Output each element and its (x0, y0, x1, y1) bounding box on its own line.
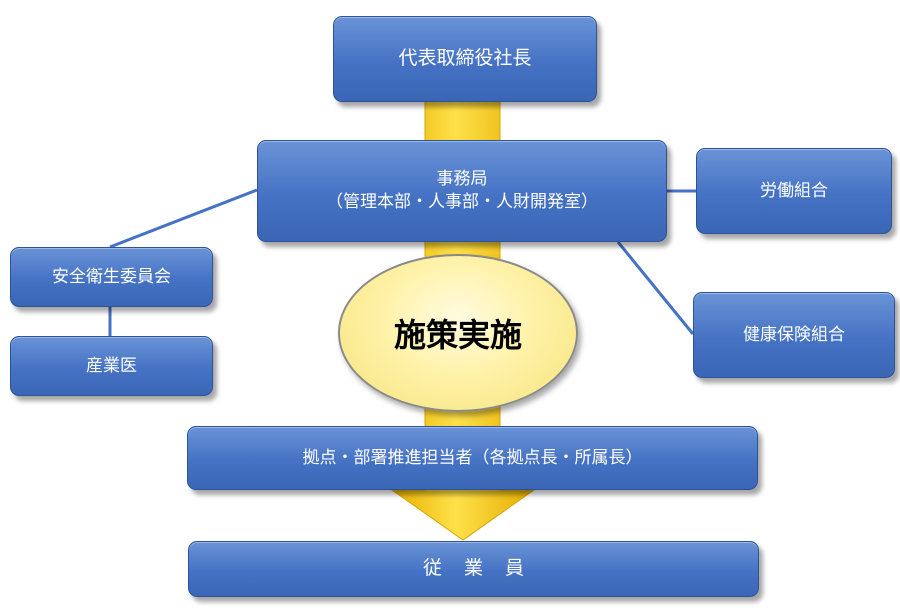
node-secretariat-label: 事務局 (436, 169, 488, 190)
node-health-insurance: 健康保険組合 (693, 292, 895, 378)
node-ceo: 代表取締役社長 (333, 16, 597, 102)
node-ceo-label: 代表取締役社長 (398, 47, 532, 70)
node-secretariat: 事務局 （管理本部・人事部・人財開発室） (257, 140, 667, 242)
connector-office-safety (109, 188, 258, 249)
node-implementation: 施策実施 (338, 254, 578, 412)
node-secretariat-sublabel: （管理本部・人事部・人財開発室） (326, 192, 598, 212)
node-safety-committee-label: 安全衛生委員会 (52, 266, 171, 287)
node-implementation-label: 施策実施 (393, 316, 522, 354)
node-labor-union-label: 労働組合 (760, 180, 828, 201)
node-base-managers: 拠点・部署推進担当者（各拠点長・所属長） (187, 426, 758, 490)
node-safety-committee: 安全衛生委員会 (10, 247, 213, 307)
node-health-insurance-label: 健康保険組合 (743, 324, 845, 345)
connector-office-health (616, 241, 695, 335)
node-employees-label: 従業員 (422, 557, 546, 580)
node-employees: 従業員 (188, 541, 759, 597)
node-industrial-doctor-label: 産業医 (86, 355, 137, 376)
node-industrial-doctor: 産業医 (10, 336, 213, 396)
node-base-managers-label: 拠点・部署推進担当者（各拠点長・所属長） (302, 447, 643, 468)
node-labor-union: 労働組合 (696, 148, 892, 234)
